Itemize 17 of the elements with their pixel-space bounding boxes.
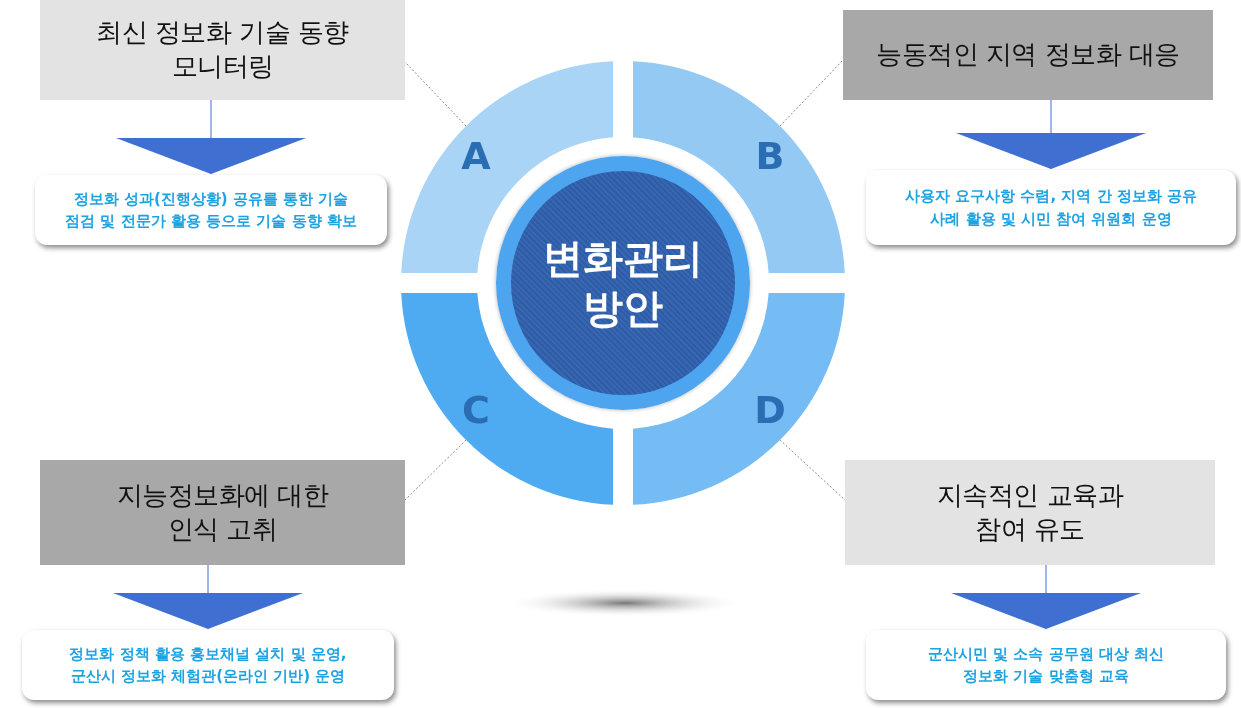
description-box: 사용자 요구사항 수렴, 지역 간 정보화 공유 사례 활용 및 시민 참여 위원회 운영 xyxy=(866,170,1236,245)
heading-box: 최신 정보화 기술 동향 모니터링 xyxy=(40,0,405,100)
heading-box: 능동적인 지역 정보화 대응 xyxy=(843,10,1213,100)
description-box: 정보화 성과(진행상황) 공유를 통한 기술 점검 및 전문가 활용 등으로 기술 동향 확보 xyxy=(35,175,387,245)
description-box: 군산시민 및 소속 공무원 대상 최신 정보화 기술 맞춤형 교육 xyxy=(866,630,1226,700)
leader-line xyxy=(404,439,467,501)
center-circle: 변화관리 방안 xyxy=(496,156,750,410)
chevron-arrow xyxy=(116,99,306,175)
description-box: 정보화 정책 활용 홍보채널 설치 및 운영, 군산시 정보화 체험관(온라인 기반) 운영 xyxy=(22,630,394,700)
leader-line xyxy=(779,59,844,127)
chevron-arrow xyxy=(956,99,1146,170)
heading-box: 지능정보화에 대한 인식 고취 xyxy=(40,460,405,565)
chevron-arrow xyxy=(951,564,1141,630)
chevron-arrow xyxy=(113,564,303,630)
leader-line xyxy=(404,61,467,127)
leader-line xyxy=(779,439,846,501)
heading-box: 지속적인 교육과 참여 유도 xyxy=(845,460,1215,565)
